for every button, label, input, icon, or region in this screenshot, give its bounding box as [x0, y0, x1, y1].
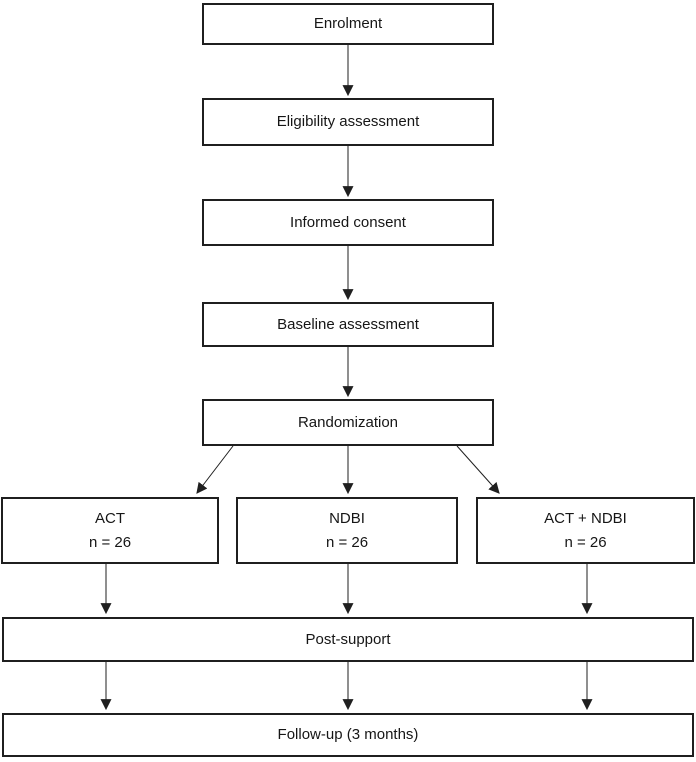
- node-randomization-label: Randomization: [297, 413, 399, 431]
- node-enrolment-label: Enrolment: [313, 15, 383, 32]
- node-post-support-label: Post-support: [305, 630, 391, 648]
- node-act-arm: ACT n = 26: [1, 497, 219, 564]
- node-follow-up: Follow-up (3 months): [2, 713, 694, 757]
- node-baseline-assessment-label: Baseline assessment: [277, 315, 419, 333]
- node-baseline-assessment: Baseline assessment: [202, 302, 494, 347]
- node-informed-consent-label: Informed consent: [290, 213, 406, 231]
- node-informed-consent: Informed consent: [202, 199, 494, 246]
- node-post-support: Post-support: [2, 617, 694, 662]
- node-act-arm-label: ACT: [95, 509, 125, 527]
- node-act-plus-ndbi-arm: ACT + NDBI n = 26: [476, 497, 695, 564]
- node-act-plus-ndbi-arm-label: ACT + NDBI: [544, 509, 627, 527]
- node-randomization: Randomization: [202, 399, 494, 446]
- node-eligibility-assessment-label: Eligibility assessment: [276, 113, 420, 130]
- node-follow-up-label: Follow-up (3 months): [277, 726, 419, 743]
- arrow-randomization-to-act: [196, 445, 234, 494]
- node-enrolment: Enrolment: [202, 3, 494, 45]
- node-act-plus-ndbi-arm-count: n = 26: [564, 533, 607, 551]
- node-ndbi-arm-count: n = 26: [325, 533, 369, 551]
- node-ndbi-arm: NDBI n = 26: [236, 497, 458, 564]
- node-ndbi-arm-label: NDBI: [329, 509, 365, 527]
- node-act-arm-count: n = 26: [88, 533, 132, 551]
- arrow-randomization-to-act-ndbi: [456, 445, 500, 494]
- node-eligibility-assessment: Eligibility assessment: [202, 98, 494, 146]
